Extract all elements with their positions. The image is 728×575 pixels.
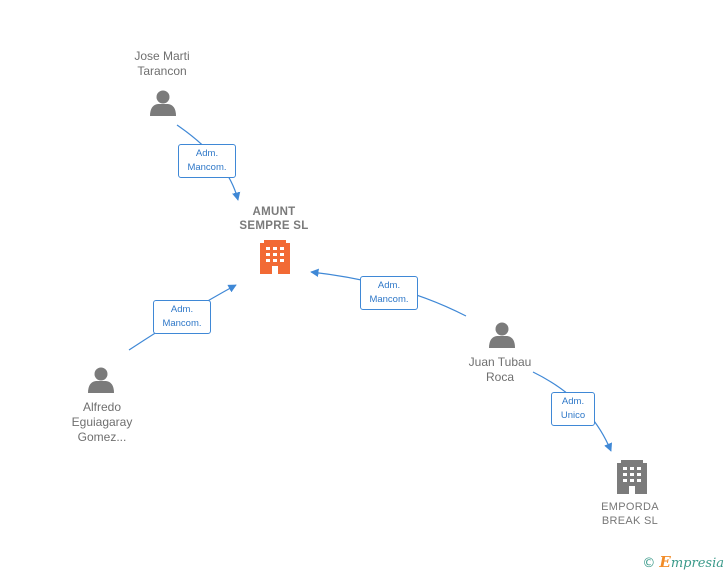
brand-name: mpresia xyxy=(670,556,724,571)
person-icon[interactable] xyxy=(489,322,515,349)
brand-footer: ©Empresia xyxy=(642,553,724,571)
person-icon[interactable] xyxy=(88,367,114,394)
building-icon[interactable] xyxy=(260,240,290,274)
company-label-amunt[interactable]: AMUNT SEMPRE SL xyxy=(239,206,309,232)
person-label-alfredo[interactable]: Alfredo Eguiagaray Gomez... xyxy=(71,400,133,444)
relation-badge-jose[interactable]: Adm. Mancom. xyxy=(178,144,236,178)
relation-badge-alfredo[interactable]: Adm. Mancom. xyxy=(153,300,211,334)
relation-badge-juan-emporda[interactable]: Adm. Unico xyxy=(551,392,595,426)
company-label-emporda[interactable]: EMPORDA BREAK SL xyxy=(601,501,659,527)
copyright-icon: © xyxy=(642,556,656,571)
building-icon[interactable] xyxy=(617,460,647,494)
person-label-juan[interactable]: Juan Tubau Roca xyxy=(468,355,532,384)
person-icon[interactable] xyxy=(150,90,176,117)
person-label-jose[interactable]: Jose Marti Tarancon xyxy=(134,49,190,78)
brand-initial: E xyxy=(659,553,671,571)
relation-badge-juan-amunt[interactable]: Adm. Mancom. xyxy=(360,276,418,310)
